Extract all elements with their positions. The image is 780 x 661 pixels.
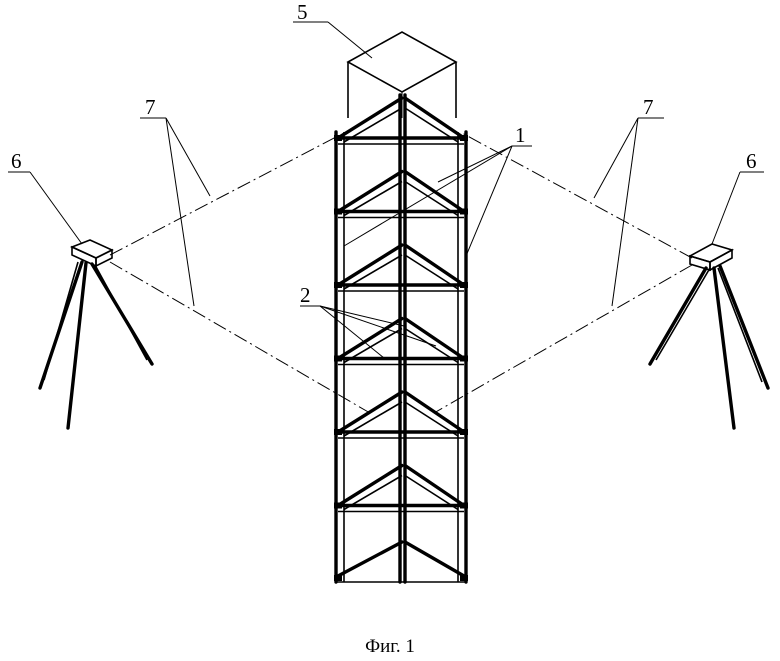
sight-line xyxy=(110,136,338,255)
joint-node xyxy=(334,429,342,435)
diagonal-brace xyxy=(405,466,464,506)
label-6-right: 6 xyxy=(746,149,757,173)
top-block xyxy=(348,32,456,118)
lattice-tower xyxy=(334,95,468,582)
joint-node xyxy=(460,503,468,509)
diagonal-brace xyxy=(405,245,464,285)
joint-node xyxy=(334,356,342,362)
joint-node xyxy=(460,209,468,215)
label-6-left: 6 xyxy=(11,149,22,173)
figure-caption: Фиг. 1 xyxy=(365,636,415,657)
label-7-right: 7 xyxy=(643,95,654,119)
total-station-left xyxy=(40,240,152,428)
joint-node xyxy=(334,209,342,215)
label-7-left: 7 xyxy=(145,95,156,119)
diagonal-brace xyxy=(405,542,464,576)
diagonal-brace xyxy=(405,392,464,432)
joint-node xyxy=(334,503,342,509)
joint-node xyxy=(334,282,342,288)
label-1: 1 xyxy=(515,123,526,147)
sight-line xyxy=(462,133,692,258)
diagonal-brace xyxy=(338,466,402,506)
diagonal-brace xyxy=(405,172,464,212)
joint-node xyxy=(460,429,468,435)
total-station-right xyxy=(650,244,768,428)
sight-line xyxy=(434,265,692,413)
diagonal-brace xyxy=(338,542,402,576)
joint-node xyxy=(460,282,468,288)
diagonal-brace xyxy=(338,319,402,359)
joint-node xyxy=(460,356,468,362)
diagonal-brace xyxy=(338,392,402,432)
label-2: 2 xyxy=(300,283,311,307)
diagonal-brace xyxy=(405,98,464,138)
diagonal-brace xyxy=(338,172,402,212)
label-5: 5 xyxy=(297,0,308,24)
callout-labels: 5 1 2 6 6 7 7 xyxy=(11,0,757,307)
sight-line xyxy=(110,262,370,413)
joint-node xyxy=(460,135,468,141)
diagonal-brace xyxy=(338,245,402,285)
